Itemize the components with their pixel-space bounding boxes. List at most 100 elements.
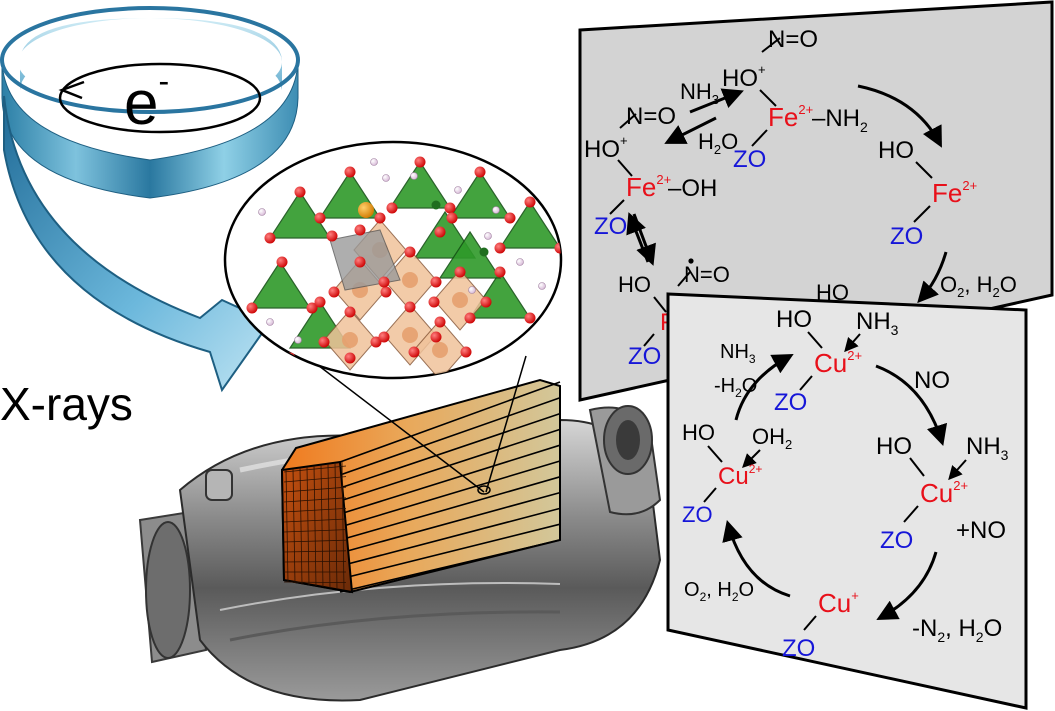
- zeolite-tetrahedron: [248, 260, 312, 309]
- fe-top-ho: HO+: [722, 62, 766, 92]
- monolith-cell-line: [283, 465, 347, 473]
- hydrogen-atom: [258, 208, 266, 216]
- monolith-cell-line: [327, 463, 331, 589]
- monolith-cell-line: [285, 469, 289, 583]
- oxygen-atom: [294, 186, 306, 198]
- oxygen-atom: [480, 296, 492, 308]
- cu-top-nh3: NH3: [856, 308, 899, 338]
- monolith-cell-line: [283, 476, 347, 483]
- zeolite-tetrahedron: [388, 160, 452, 209]
- monolith-channel: [339, 476, 561, 541]
- monolith-cell-line: [313, 465, 317, 587]
- electron-orbit: [58, 62, 262, 134]
- cu-cycle-arrows: [722, 353, 948, 621]
- nitrogen-atom: [479, 247, 489, 257]
- oxygen-atom: [264, 232, 276, 244]
- cu-n2-h2o: -N2, H2O: [912, 615, 1002, 645]
- oxygen-atom: [276, 256, 288, 268]
- cu-left-cu: Cu2+: [718, 462, 762, 490]
- monolith-channel: [339, 539, 561, 593]
- cu-o2-h2o: O2, H2O: [684, 579, 754, 604]
- fe-equilibrium-up: [626, 212, 650, 263]
- hydrogen-atom: [370, 158, 378, 166]
- oxygen-atom: [430, 331, 442, 343]
- oxygen-atom: [494, 266, 506, 278]
- monolith-cell-line: [306, 466, 310, 586]
- oxygen-atom: [554, 242, 561, 254]
- fe-arrow-right-down: [917, 251, 948, 304]
- fe-cycle-arrows: [626, 84, 948, 304]
- fe-left-zo: ZO: [594, 213, 627, 240]
- oxygen-atom: [314, 296, 326, 308]
- monolith-cell-line: [283, 486, 347, 493]
- fe-bottom-no: N=O: [684, 262, 730, 287]
- monolith-front-face: [280, 460, 354, 594]
- monolith-cell-line: [283, 529, 347, 533]
- cu-h2o-label: -H2O: [714, 375, 757, 400]
- cu-top-ho: HO: [776, 306, 812, 333]
- cu-arrow-nh3: [734, 353, 794, 421]
- fe-right-zo: ZO: [890, 223, 923, 250]
- fe-left-fe: Fe2+: [626, 172, 671, 202]
- oxygen-atom: [434, 316, 446, 328]
- oxygen-atom: [354, 256, 366, 268]
- fe-arrow-top-right: [857, 84, 942, 148]
- oxygen-atom: [408, 346, 420, 358]
- monolith-cell-line: [283, 550, 347, 553]
- cu-right-plus-no: +NO: [956, 517, 1006, 544]
- hydrogen-atom: [492, 206, 500, 214]
- oxygen-atom: [380, 286, 392, 298]
- cu-right-zo: ZO: [880, 527, 913, 554]
- oxygen-atom: [414, 156, 426, 168]
- oxygen-atom: [474, 166, 486, 178]
- fe-top-nh2: –NH2: [812, 105, 868, 135]
- oxygen-atom: [386, 202, 398, 214]
- cu-arrow-o2: [722, 519, 791, 598]
- orbit-arrow-icon: [58, 80, 85, 100]
- hydrogen-atom: [516, 258, 524, 266]
- hydrogen-atom: [468, 286, 476, 294]
- oxygen-atom: [374, 212, 386, 224]
- oxygen-atom: [464, 312, 476, 324]
- oxygen-atom: [344, 166, 356, 178]
- oxygen-atom: [504, 212, 516, 224]
- oxygen-atom: [446, 212, 458, 224]
- cu-right-nh3: NH3: [966, 433, 1009, 463]
- cu-left-zo: ZO: [682, 502, 713, 527]
- hydrogen-atom: [454, 186, 462, 194]
- cu-no-label: NO: [914, 367, 950, 394]
- monolith-cell-line: [334, 462, 338, 590]
- cu-right-ho: HO: [876, 433, 912, 460]
- cu-cycle-species: HO NH3 Cu2+ ZO NO HO NH3 Cu2+ +NO ZO -N2…: [682, 306, 1009, 662]
- monolith-channel: [339, 460, 561, 528]
- fe-top-no: N=O: [768, 26, 818, 53]
- monolith-cell-line: [283, 508, 347, 513]
- synchrotron-ring: e-: [0, 6, 300, 199]
- cu-bottom-cu: Cu+: [818, 588, 859, 618]
- fe-bottom-zo: ZO: [628, 343, 661, 370]
- cu-cycle-panel: [666, 292, 1028, 710]
- monolith-cell-line: [283, 539, 347, 543]
- monolith-cell-line: [283, 581, 347, 583]
- oxygen-atom: [404, 246, 416, 258]
- oxygen-atom: [326, 230, 338, 242]
- hydrogen-atom: [294, 336, 302, 344]
- oxygen-atom: [494, 242, 506, 254]
- monolith-channel: [339, 397, 561, 476]
- monolith-cell-line: [292, 468, 296, 584]
- fe-right-ho: HO: [878, 137, 914, 164]
- monolith-cell-line: [320, 464, 324, 588]
- cu-panel-background: [666, 292, 1028, 710]
- oxygen-atom: [370, 336, 382, 348]
- oxygen-atom: [344, 306, 356, 318]
- oxygen-atom: [318, 336, 330, 348]
- oxygen-atom: [428, 296, 440, 308]
- cu-top-cu: Cu2+: [814, 348, 862, 378]
- cu-nh3-label: NH3: [720, 341, 756, 366]
- fe-top-zo: ZO: [733, 146, 766, 173]
- cu-left-ho: HO: [682, 420, 715, 445]
- fe-arrow-nh3: NH3: [680, 79, 719, 107]
- monolith-cell-line: [299, 467, 303, 585]
- fe-arrow-h2o: H2O: [698, 129, 738, 157]
